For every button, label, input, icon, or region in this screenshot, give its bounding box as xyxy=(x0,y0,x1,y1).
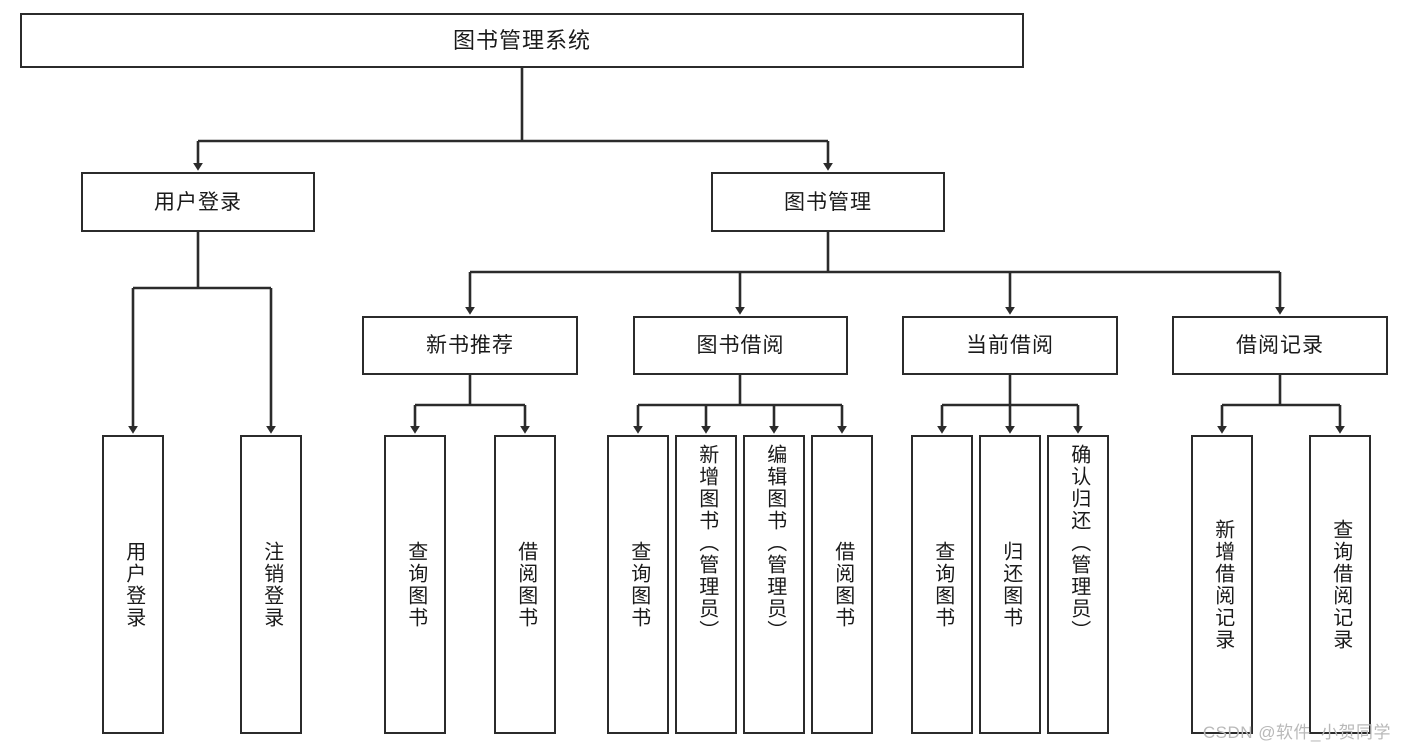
leaf-cb-query-book[interactable]: 查询图书 xyxy=(911,435,973,734)
leaf-logout[interactable]: 注销登录 xyxy=(240,435,302,734)
leaf-label: 新增图书（管理员） xyxy=(695,444,718,642)
leaf-label: 注销登录 xyxy=(260,540,283,629)
node-user-login[interactable]: 用户登录 xyxy=(81,172,315,232)
leaf-user-login[interactable]: 用户登录 xyxy=(102,435,164,734)
node-root[interactable]: 图书管理系统 xyxy=(20,13,1024,68)
leaf-label: 借阅图书 xyxy=(831,540,854,629)
node-new-book-recommend[interactable]: 新书推荐 xyxy=(362,316,578,375)
leaf-cb-confirm-return[interactable]: 确认归还（管理员） xyxy=(1047,435,1109,734)
leaf-br-add-record[interactable]: 新增借阅记录 xyxy=(1191,435,1253,734)
leaf-label: 借阅图书 xyxy=(514,540,537,629)
node-borrow-record[interactable]: 借阅记录 xyxy=(1172,316,1388,375)
leaf-label: 用户登录 xyxy=(122,540,145,629)
leaf-label: 新增借阅记录 xyxy=(1211,518,1234,651)
leaf-cb-return-book[interactable]: 归还图书 xyxy=(979,435,1041,734)
leaf-bb-borrow-book[interactable]: 借阅图书 xyxy=(811,435,873,734)
leaf-br-query-record[interactable]: 查询借阅记录 xyxy=(1309,435,1371,734)
leaf-label: 查询图书 xyxy=(627,540,650,629)
node-book-management[interactable]: 图书管理 xyxy=(711,172,945,232)
leaf-label: 编辑图书（管理员） xyxy=(763,444,786,642)
node-current-borrow[interactable]: 当前借阅 xyxy=(902,316,1118,375)
leaf-label: 查询借阅记录 xyxy=(1329,518,1352,651)
leaf-bb-query-book[interactable]: 查询图书 xyxy=(607,435,669,734)
leaf-label: 确认归还（管理员） xyxy=(1067,444,1090,642)
leaf-bb-add-book[interactable]: 新增图书（管理员） xyxy=(675,435,737,734)
csdn-watermark: CSDN @软件_小贺同学 xyxy=(1202,723,1391,742)
node-book-borrow[interactable]: 图书借阅 xyxy=(633,316,848,375)
leaf-label: 归还图书 xyxy=(999,540,1022,629)
leaf-bb-edit-book[interactable]: 编辑图书（管理员） xyxy=(743,435,805,734)
leaf-label: 查询图书 xyxy=(931,540,954,629)
leaf-nb-query-book[interactable]: 查询图书 xyxy=(384,435,446,734)
leaf-label: 查询图书 xyxy=(404,540,427,629)
leaf-nb-borrow-book[interactable]: 借阅图书 xyxy=(494,435,556,734)
